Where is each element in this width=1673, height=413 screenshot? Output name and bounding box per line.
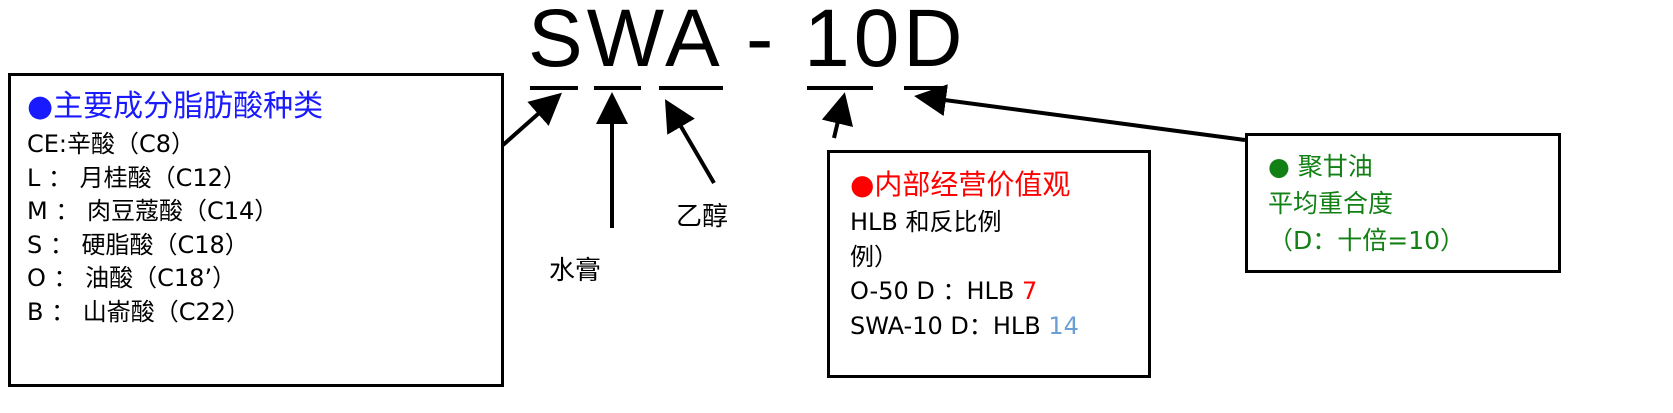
polyglycerol-line: 平均重合度 bbox=[1268, 189, 1394, 218]
fatty-acid-item: B ： 山嵛酸（C22） bbox=[27, 297, 251, 326]
hlb-line: 例） bbox=[850, 242, 898, 271]
fatty-acid-item: O ： 油酸（C18’） bbox=[27, 264, 237, 292]
fatty-acid-item: L ： 月桂酸（C12） bbox=[27, 163, 247, 192]
hlb-swa: SWA-10 D：HLB 14 bbox=[850, 309, 1148, 344]
arrow-polyglycerol bbox=[914, 84, 1246, 142]
fatty-acid-item: M ： 肉豆蔻酸（C14） bbox=[27, 197, 279, 225]
fatty-acid-item: S ： 硬脂酸（C18） bbox=[27, 230, 249, 259]
hlb-line: HLB 和反比例 bbox=[850, 208, 1002, 236]
polyglycerol-box: ● 聚甘油 平均重合度 （D：十倍=10） bbox=[1245, 133, 1561, 273]
fatty-acid-heading: ●主要成分脂肪酸种类 bbox=[27, 89, 324, 124]
o50-label: O-50 D ：HLB bbox=[850, 277, 1023, 305]
o50-value: 7 bbox=[1022, 277, 1038, 305]
swa-value: 14 bbox=[1048, 311, 1079, 340]
arrow-ethanol bbox=[664, 99, 716, 185]
swa-label: SWA-10 D：HLB bbox=[850, 311, 1049, 340]
hlb-o50: O-50 D ：HLB 7 bbox=[850, 274, 1148, 309]
arrow-fatty-acid bbox=[501, 92, 562, 147]
label-ethanol: 乙醇 bbox=[676, 202, 729, 232]
arrow-hlb bbox=[821, 92, 854, 139]
fatty-acid-box: ●主要成分脂肪酸种类 CE:辛酸（C8） L ： 月桂酸（C12） M ： 肉豆… bbox=[8, 73, 504, 387]
label-water: 水膏 bbox=[549, 256, 602, 286]
hlb-box: ●内部经营价值观 HLB 和反比例 例） O-50 D ：HLB 7 SWA-1… bbox=[827, 150, 1151, 378]
polyglycerol-line: ● 聚甘油 bbox=[1268, 152, 1373, 181]
fatty-acid-item: CE:辛酸（C8） bbox=[27, 130, 196, 158]
polyglycerol-line: （D：十倍=10） bbox=[1268, 226, 1466, 255]
hlb-heading: ●内部经营价值观 bbox=[850, 168, 1071, 201]
product-code-title: SWA - 10D bbox=[528, 0, 967, 84]
